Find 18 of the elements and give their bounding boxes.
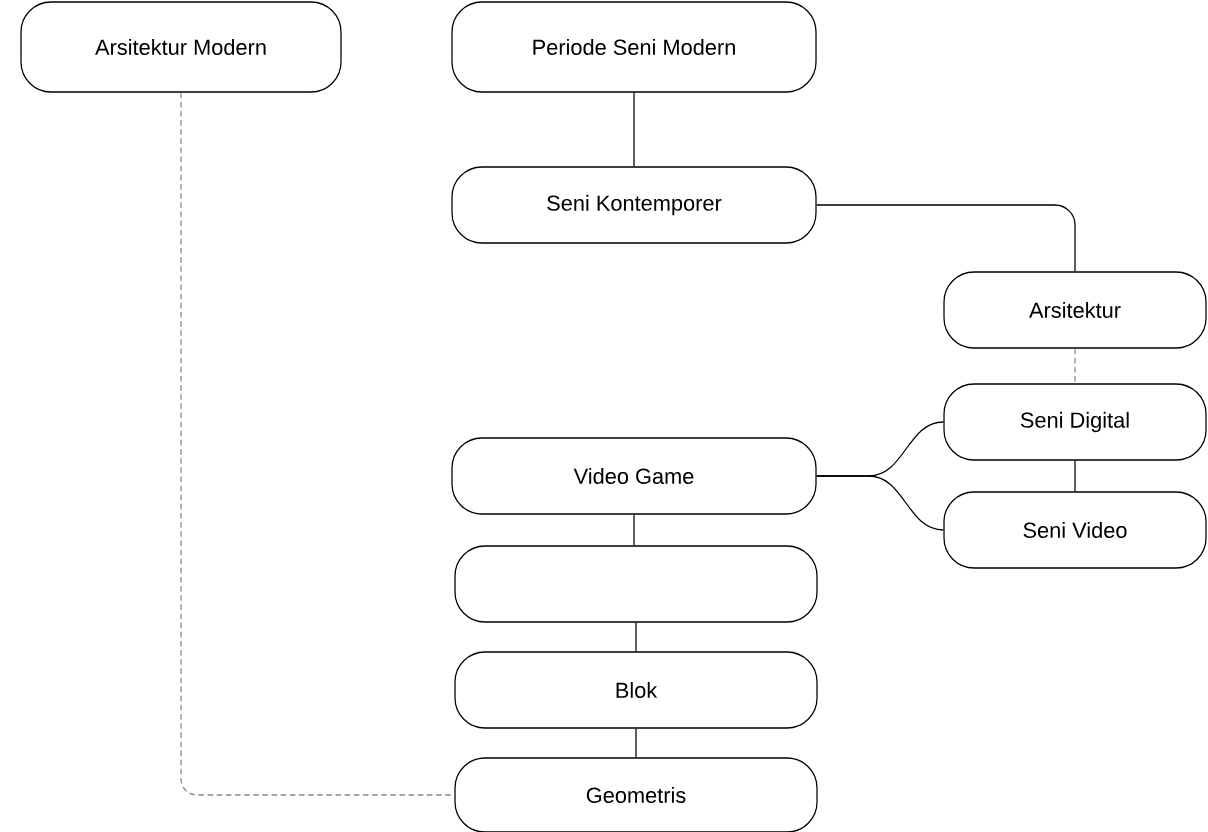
connector-line — [816, 475, 944, 531]
connector-line — [1074, 460, 1076, 492]
rounded-box: Arsitektur — [943, 271, 1207, 349]
rounded-box: Arsitektur Modern — [20, 1, 342, 93]
rounded-box: Blok — [454, 651, 818, 729]
connector-line — [1074, 348, 1076, 384]
rounded-box: Seni Digital — [943, 383, 1207, 461]
rounded-box: Video Game — [451, 437, 817, 515]
rounded-box: Seni Video — [943, 491, 1207, 569]
rounded-box: Periode Seni Modern — [451, 1, 817, 93]
rounded-box: Geometris — [454, 757, 818, 832]
rounded-box — [454, 545, 818, 623]
connector-line — [816, 204, 1076, 272]
connector-line — [635, 622, 637, 652]
connector-line — [633, 92, 635, 167]
connector-line — [633, 514, 635, 546]
connector-line — [635, 728, 637, 758]
rounded-box: Seni Kontemporer — [451, 166, 817, 244]
